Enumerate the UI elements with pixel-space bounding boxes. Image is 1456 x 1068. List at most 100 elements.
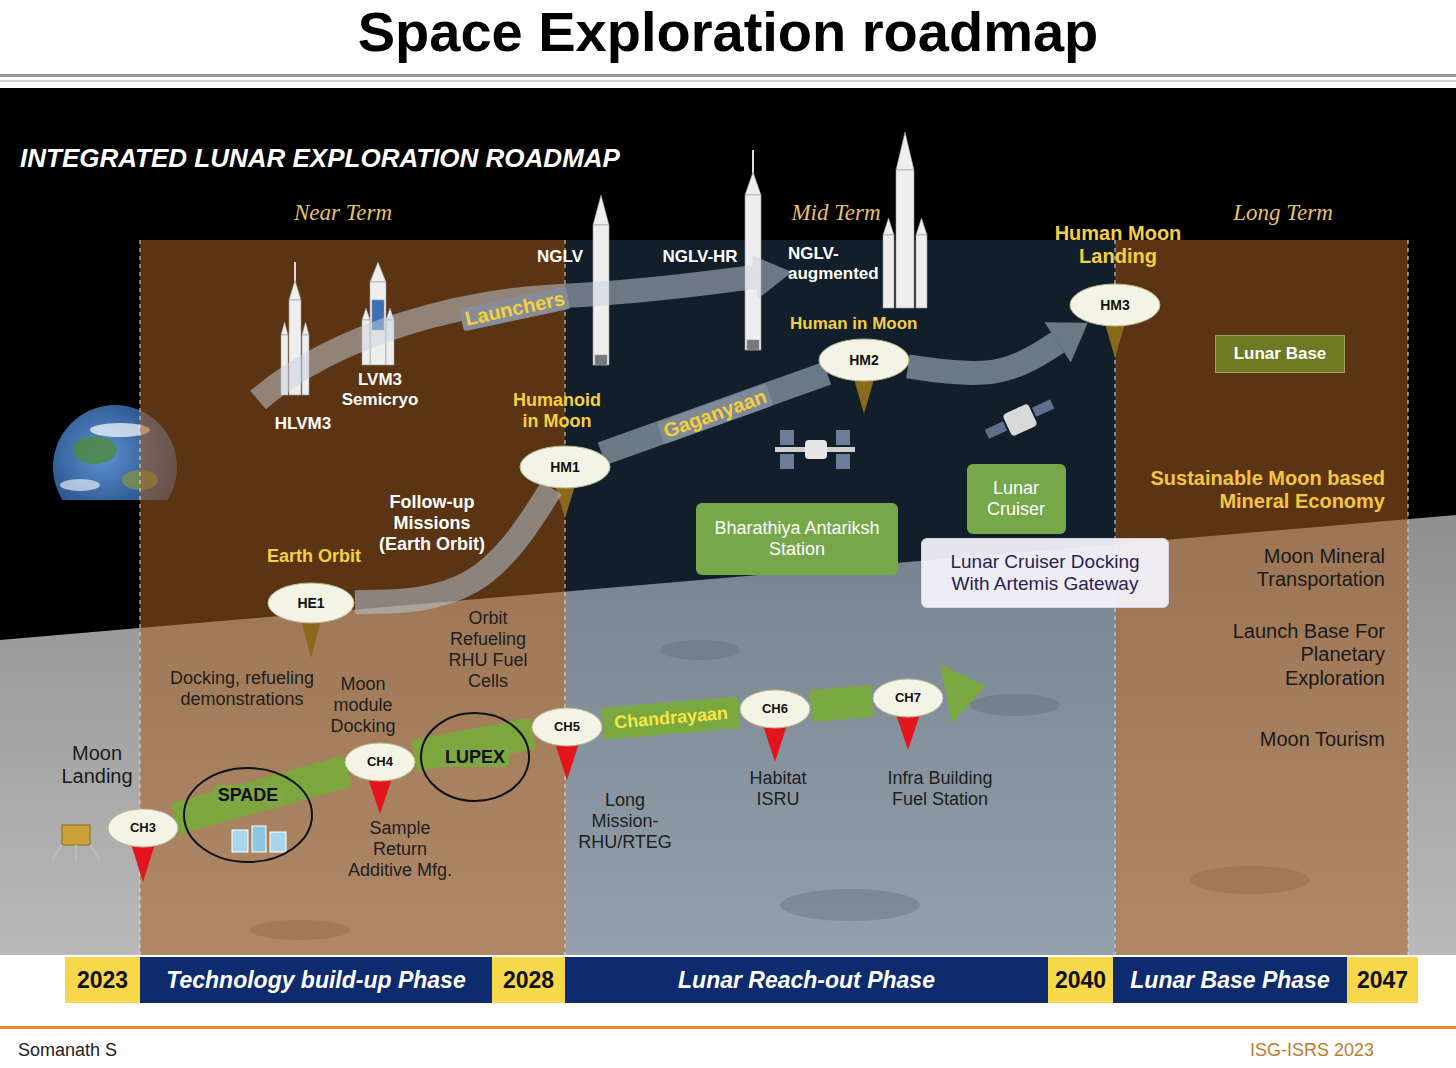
track-arrow xyxy=(602,373,827,454)
mission-label: Moon Landing xyxy=(55,742,139,789)
solar-panel xyxy=(780,454,794,469)
ellipse-shape xyxy=(520,446,610,488)
space-background xyxy=(0,88,1456,955)
station-module xyxy=(805,440,827,459)
base-box: Lunar Base xyxy=(1215,335,1345,373)
term-label: Near Term xyxy=(273,200,413,227)
rocket-nose xyxy=(896,132,914,170)
node-text: HM2 xyxy=(849,352,879,368)
moon-lander xyxy=(52,825,100,862)
mission-note: Sample Return Additive Mfg. xyxy=(345,818,455,881)
rocket-nglv-augmented xyxy=(883,132,927,308)
page-title: Space Exploration roadmap xyxy=(0,0,1456,64)
year-box: 2040 xyxy=(1048,957,1113,1003)
node-text: 2023 xyxy=(77,967,128,993)
lander-leg xyxy=(90,845,100,860)
node-text: Bharathiya Antariksh Station xyxy=(704,518,890,559)
escape-tower xyxy=(752,150,754,174)
node-text: CH5 xyxy=(554,720,580,735)
term-label: Mid Term xyxy=(766,200,906,227)
rocket-nose xyxy=(289,280,301,300)
track-band xyxy=(811,701,873,706)
title-rule xyxy=(0,80,1456,82)
mission-pin xyxy=(763,725,787,762)
milestone-label: Human Moon Landing xyxy=(1033,222,1203,269)
station-box: Bharathiya Antariksh Station xyxy=(696,503,898,575)
footer-rule xyxy=(0,1026,1456,1029)
mission-note: Moon module Docking xyxy=(321,674,405,737)
event-credit: ISG-ISRS 2023 xyxy=(1250,1040,1440,1061)
mission-circle: SPADE xyxy=(183,767,313,863)
rocket-booster xyxy=(883,235,894,308)
satellite-panel xyxy=(270,832,286,852)
milestone-note: Follow-up Missions (Earth Orbit) xyxy=(367,492,497,555)
node-text: 2028 xyxy=(503,967,554,993)
ellipse-shape xyxy=(740,690,810,728)
node-text: Lunar Base Phase xyxy=(1130,967,1329,993)
rocket-nose xyxy=(302,322,309,335)
track-arrow xyxy=(811,701,873,706)
node-text: HM1 xyxy=(550,459,580,475)
node-text: Lunar Base xyxy=(1234,344,1327,364)
ellipse-shape xyxy=(873,679,943,717)
mission-note: Orbit Refueling RHU Fuel Cells xyxy=(441,608,536,692)
milestone-pin xyxy=(301,620,321,658)
goal-item: Moon Tourism xyxy=(1160,728,1385,751)
mission-ellipse: CH5 xyxy=(531,707,603,747)
node-text: SPADE xyxy=(214,785,283,806)
track-label: Gaganyaan xyxy=(656,383,773,444)
rocket-nose xyxy=(362,308,370,320)
node-text: CH4 xyxy=(367,755,393,770)
mission-note: Docking, refueling demonstrations xyxy=(167,668,317,710)
milestone-pin xyxy=(854,379,874,414)
phase-box: Technology build-up Phase xyxy=(140,957,492,1003)
rocket-nozzle xyxy=(595,355,607,365)
node-text: CH3 xyxy=(130,821,156,836)
rocket-nose xyxy=(745,172,761,195)
node-text: Lunar Reach-out Phase xyxy=(678,967,935,993)
cruiser-box: Lunar Cruiser xyxy=(967,464,1066,534)
track-arrow xyxy=(175,771,348,819)
author-credit: Somanath S xyxy=(18,1040,318,1061)
launcher-name: NGLV xyxy=(528,247,592,267)
arrow-head xyxy=(1045,322,1088,362)
track-band xyxy=(602,373,827,454)
term-label: Long Term xyxy=(1213,200,1353,227)
milestone-label: Human in Moon xyxy=(790,314,940,334)
solar-panel xyxy=(1032,399,1054,417)
node-text: HE1 xyxy=(297,595,324,611)
track-label: Launchers xyxy=(459,286,571,332)
satellite-panel xyxy=(232,830,248,852)
satellite-panel xyxy=(252,826,266,852)
space-station xyxy=(775,430,855,469)
ellipse-outline xyxy=(183,767,313,863)
phase-divider xyxy=(565,240,566,955)
milestone-label: Humanoid in Moon xyxy=(510,390,605,432)
ellipse-shape xyxy=(819,339,909,381)
mission-ellipse: CH7 xyxy=(872,678,944,718)
node-text: CH7 xyxy=(895,691,921,706)
mission-note: Infra Building Fuel Station xyxy=(884,768,996,810)
node-text: Lunar Cruiser Docking With Artemis Gatew… xyxy=(930,551,1160,595)
milestone-pin xyxy=(1105,324,1125,358)
goal-item: Launch Base For Planetary Exploration xyxy=(1215,620,1385,690)
mission-pin xyxy=(368,778,392,814)
milestone-pin xyxy=(555,486,575,518)
spade-satellites xyxy=(232,826,286,852)
mission-pin xyxy=(555,743,579,780)
milestone-ellipse: HM2 xyxy=(818,338,910,382)
node-text: CH6 xyxy=(762,702,788,717)
ellipse-shape xyxy=(184,768,312,862)
milestone-ellipse: HM1 xyxy=(519,445,611,489)
track-band xyxy=(355,488,552,602)
mission-pin xyxy=(896,714,920,750)
mission-circle: LUPEX xyxy=(420,712,530,802)
year-box: 2028 xyxy=(492,957,565,1003)
ellipse-shape xyxy=(345,743,415,781)
lander-leg xyxy=(75,845,77,862)
lander-body xyxy=(62,825,90,845)
chandrayaan-arrowhead xyxy=(940,665,986,724)
rocket-body xyxy=(896,170,914,308)
